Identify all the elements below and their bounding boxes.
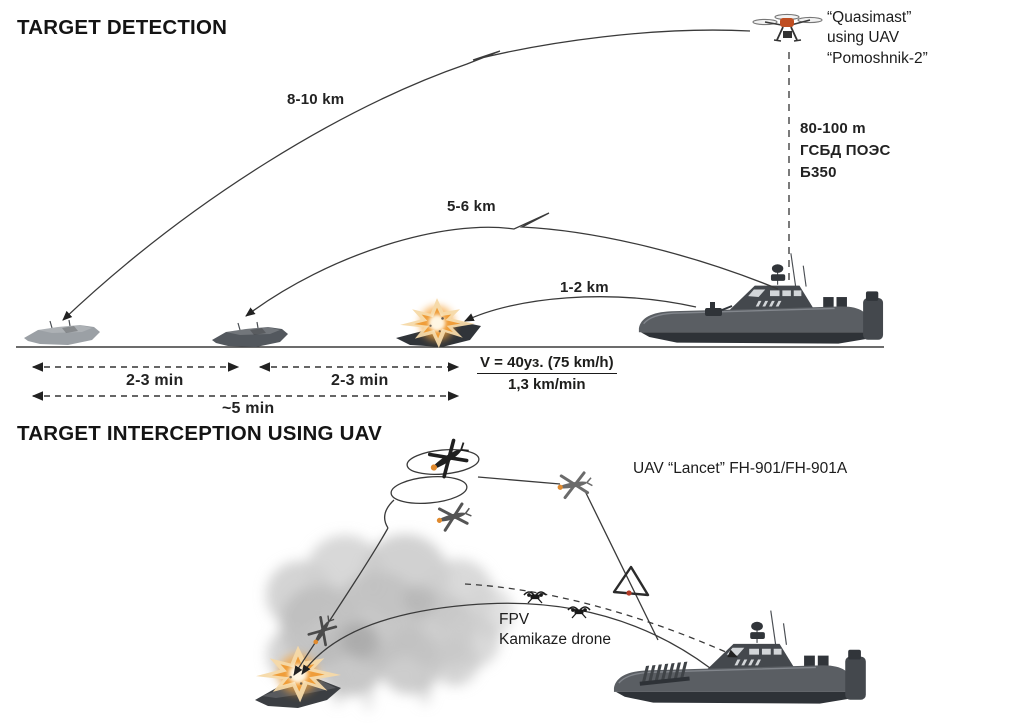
- speed-numerator: V = 40уз. (75 km/h): [477, 354, 617, 374]
- lancet-drone-icon-2: [432, 499, 475, 534]
- target-boat-far: [23, 319, 101, 346]
- quadcopter-uav-icon: [752, 13, 823, 42]
- struck-boat-bottom: [255, 646, 341, 708]
- label-range-5-6km: 5-6 km: [447, 198, 496, 215]
- label-range-8-10km: 8-10 km: [287, 91, 345, 108]
- rocket-rack: [639, 661, 690, 686]
- pylon-triangle-icon: [612, 565, 650, 597]
- bow-gun: [705, 302, 733, 316]
- title-target-detection: TARGET DETECTION: [17, 16, 228, 39]
- intercept-curve: [301, 602, 711, 675]
- label-range-1-2km: 1-2 km: [560, 279, 609, 296]
- lancet-cruise-line: [477, 476, 561, 485]
- target-boat-near: [211, 321, 289, 348]
- range-arc-8-10km: [62, 29, 751, 321]
- struck-boat-top: [396, 298, 481, 348]
- lancet-launch-line: [584, 490, 659, 641]
- speed-denominator: 1,3 km/min: [508, 376, 586, 393]
- speed-fraction: V = 40уз. (75 km/h) 1,3 km/min: [477, 354, 617, 393]
- lancet-loop-exit: [383, 499, 395, 529]
- label-time-segment-1: 2-3 min: [126, 372, 184, 389]
- lancet-loop-2: [390, 475, 468, 505]
- fpv-route-dashed: [464, 583, 738, 658]
- label-fpv-kamikaze: FPV Kamikaze drone: [499, 611, 612, 649]
- interceptor-boat-top: [638, 252, 884, 345]
- label-time-segment-2: 2-3 min: [331, 372, 389, 389]
- label-uav-lancet: UAV “Lancet” FH-901/FH-901A: [633, 460, 848, 477]
- label-time-total: ~5 min: [222, 400, 275, 417]
- title-target-interception: TARGET INTERCEPTION USING UAV: [17, 422, 382, 445]
- range-arc-5-6km: [245, 212, 779, 317]
- range-arc-1-2km: [464, 296, 697, 322]
- detection-scene: .sb-body{fill:inherit;} .sb-deck{fill:#f…: [16, 13, 884, 401]
- interceptor-boat-bottom: [613, 609, 867, 705]
- label-altitude-system: 80-100 m ГСБД ПОЭС Б350: [800, 120, 891, 181]
- label-uav-quasimast: “Quasimast” using UAV “Pomoshnik-2”: [827, 9, 928, 67]
- interception-scene: [255, 433, 867, 711]
- lancet-dive-line: [293, 527, 389, 676]
- lancet-drone-icon-3: [554, 469, 596, 501]
